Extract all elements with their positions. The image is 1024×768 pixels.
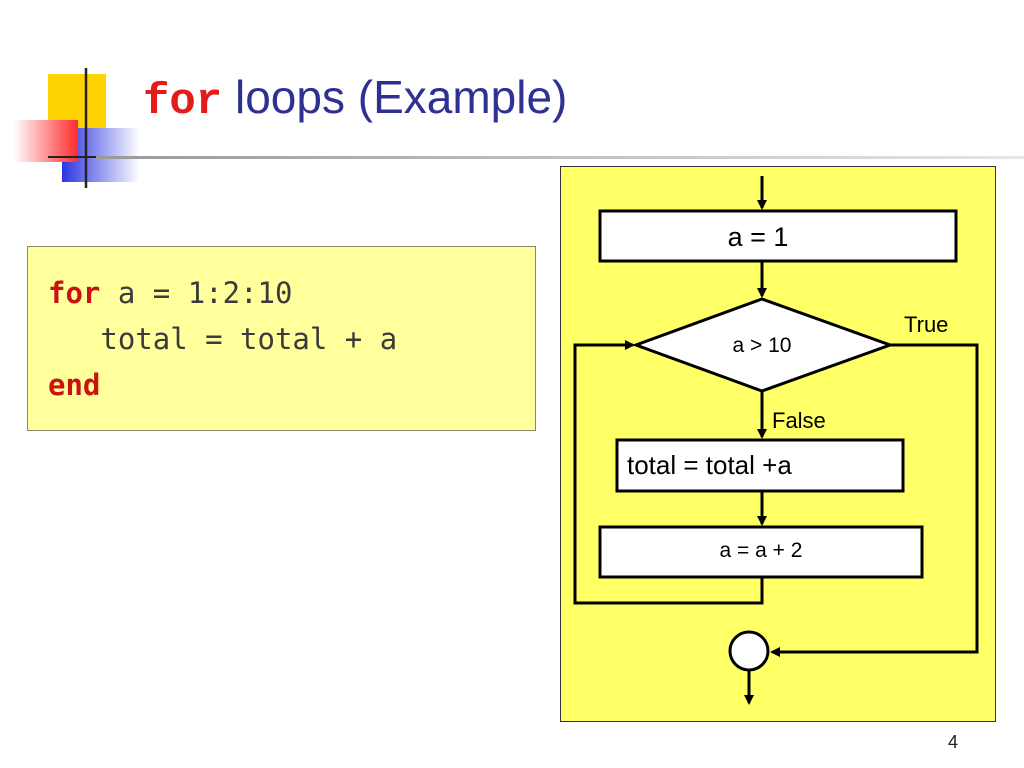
condition-text: a > 10 (733, 334, 792, 357)
code-keyword-for: for (48, 276, 101, 310)
body-box (615, 438, 905, 493)
arrow-true-branch (770, 343, 979, 657)
title-keyword: for (143, 77, 223, 127)
arrow-loop-back (573, 340, 764, 605)
code-line-3: end (48, 371, 100, 400)
slide-title: for loops (Example) (143, 74, 567, 124)
body-text: total = total +a (627, 450, 792, 480)
code-line-2: total = total + a (48, 322, 398, 356)
code-box: for a = 1:2:10 total = total + a end (27, 246, 536, 431)
slide-decoration (14, 68, 1024, 188)
title-underline (96, 156, 1024, 159)
increment-text: a = a + 2 (720, 539, 803, 562)
false-label: False (772, 408, 826, 433)
code-keyword-end: end (48, 368, 101, 402)
true-label: True (904, 312, 948, 337)
code-loop-range: a = 1:2:10 (100, 276, 293, 310)
init-text: a = 1 (728, 222, 789, 252)
terminator-circle (728, 630, 770, 672)
title-text: loops (Example) (222, 71, 568, 123)
init-box (598, 209, 958, 263)
code-line-1: for a = 1:2:10 (48, 279, 292, 308)
slide-number: 4 (948, 732, 959, 752)
deco-red-square (14, 120, 78, 162)
